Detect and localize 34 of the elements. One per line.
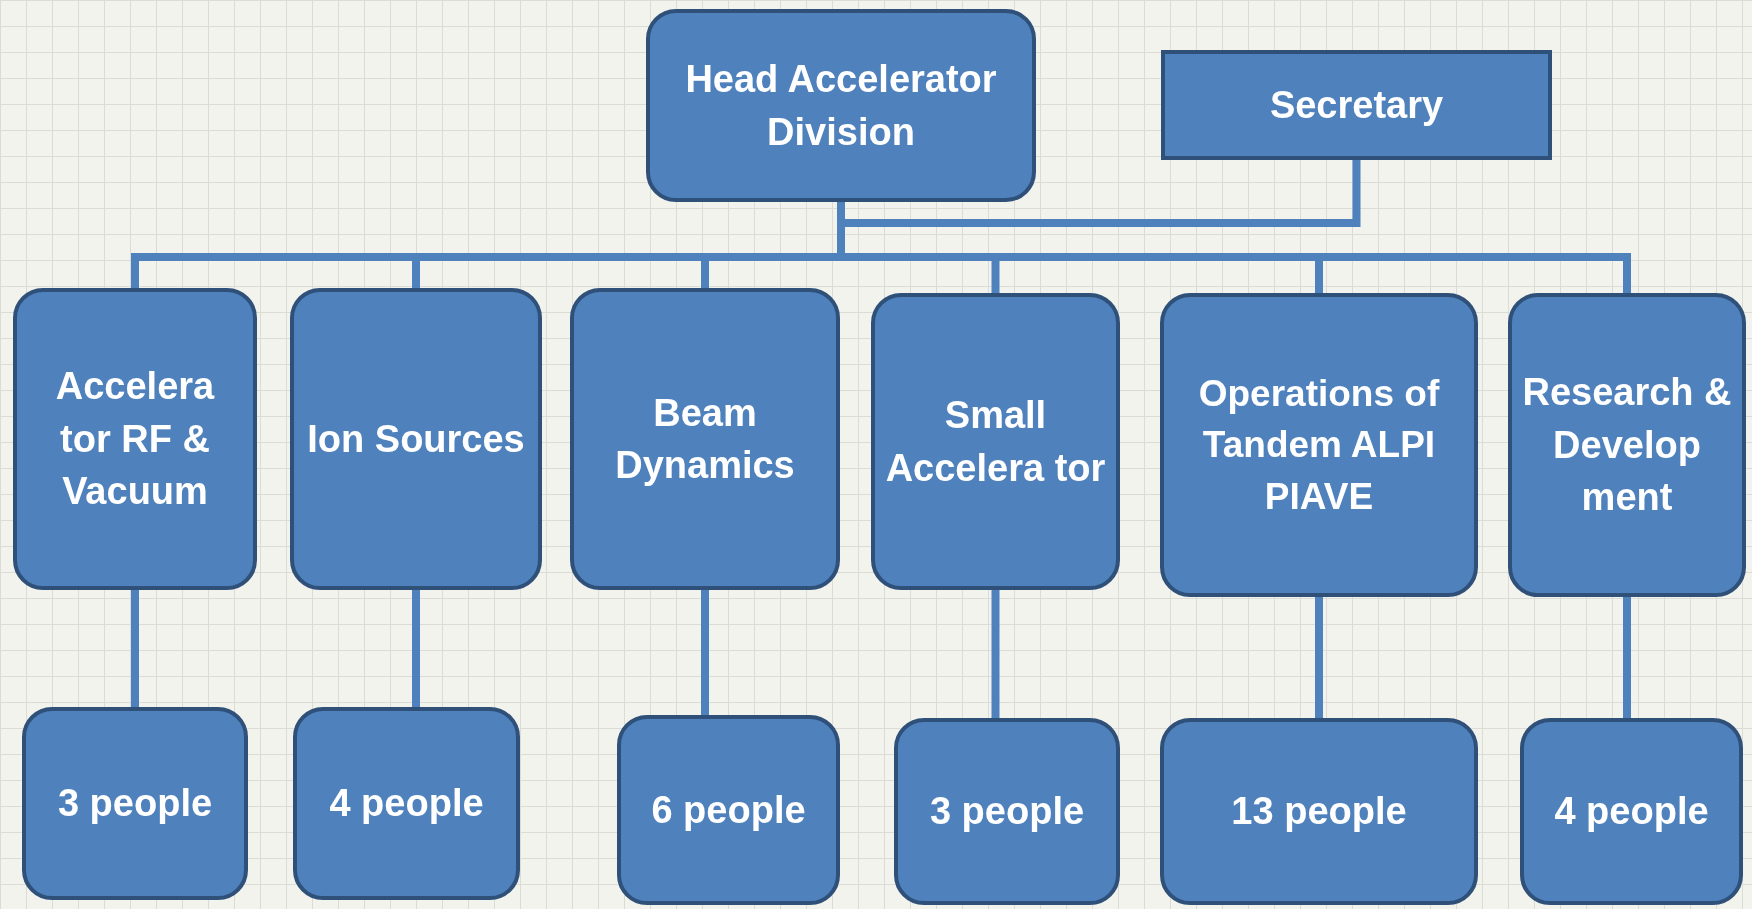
- unit-box: [570, 288, 840, 590]
- unit-box: [617, 715, 840, 905]
- connector-line: [1623, 597, 1631, 718]
- unit-box: [13, 288, 257, 590]
- box-label: Research & Develop ment: [1522, 370, 1732, 521]
- unit-box: [646, 9, 1036, 202]
- unit-box: [22, 707, 248, 900]
- box-label: Beam Dynamics: [614, 390, 796, 488]
- box-label: 3 people: [929, 789, 1085, 835]
- unit-box: [894, 718, 1120, 905]
- box-label: Small Accelera tor: [885, 393, 1106, 491]
- unit-box: [293, 707, 520, 900]
- unit-box: [871, 293, 1120, 590]
- box-label: Head Accelerator Division: [684, 57, 998, 155]
- box-label: 4 people: [1554, 789, 1709, 835]
- box-label: Ion Sources: [307, 416, 525, 462]
- box-label: 13 people: [1231, 789, 1407, 835]
- connector-line: [1315, 597, 1323, 718]
- unit-box: [1508, 293, 1746, 597]
- box-label: 6 people: [651, 787, 806, 833]
- unit-box: [1160, 293, 1478, 597]
- box-label: Accelera tor RF & Vacuum: [54, 364, 216, 515]
- box-label: Operations of Tandem ALPI PIAVE: [1197, 372, 1441, 519]
- connector-line: [412, 590, 420, 707]
- box-label: Secretary: [1269, 82, 1444, 128]
- connector-line: [701, 590, 709, 715]
- box-label: 3 people: [57, 781, 213, 827]
- box-label: 4 people: [329, 781, 484, 827]
- connector-line: [131, 590, 139, 707]
- unit-box: [1160, 718, 1478, 905]
- unit-box: [1520, 718, 1743, 905]
- unit-box: [290, 288, 542, 590]
- connector-line: [991, 590, 1000, 718]
- role-box: [1161, 50, 1552, 160]
